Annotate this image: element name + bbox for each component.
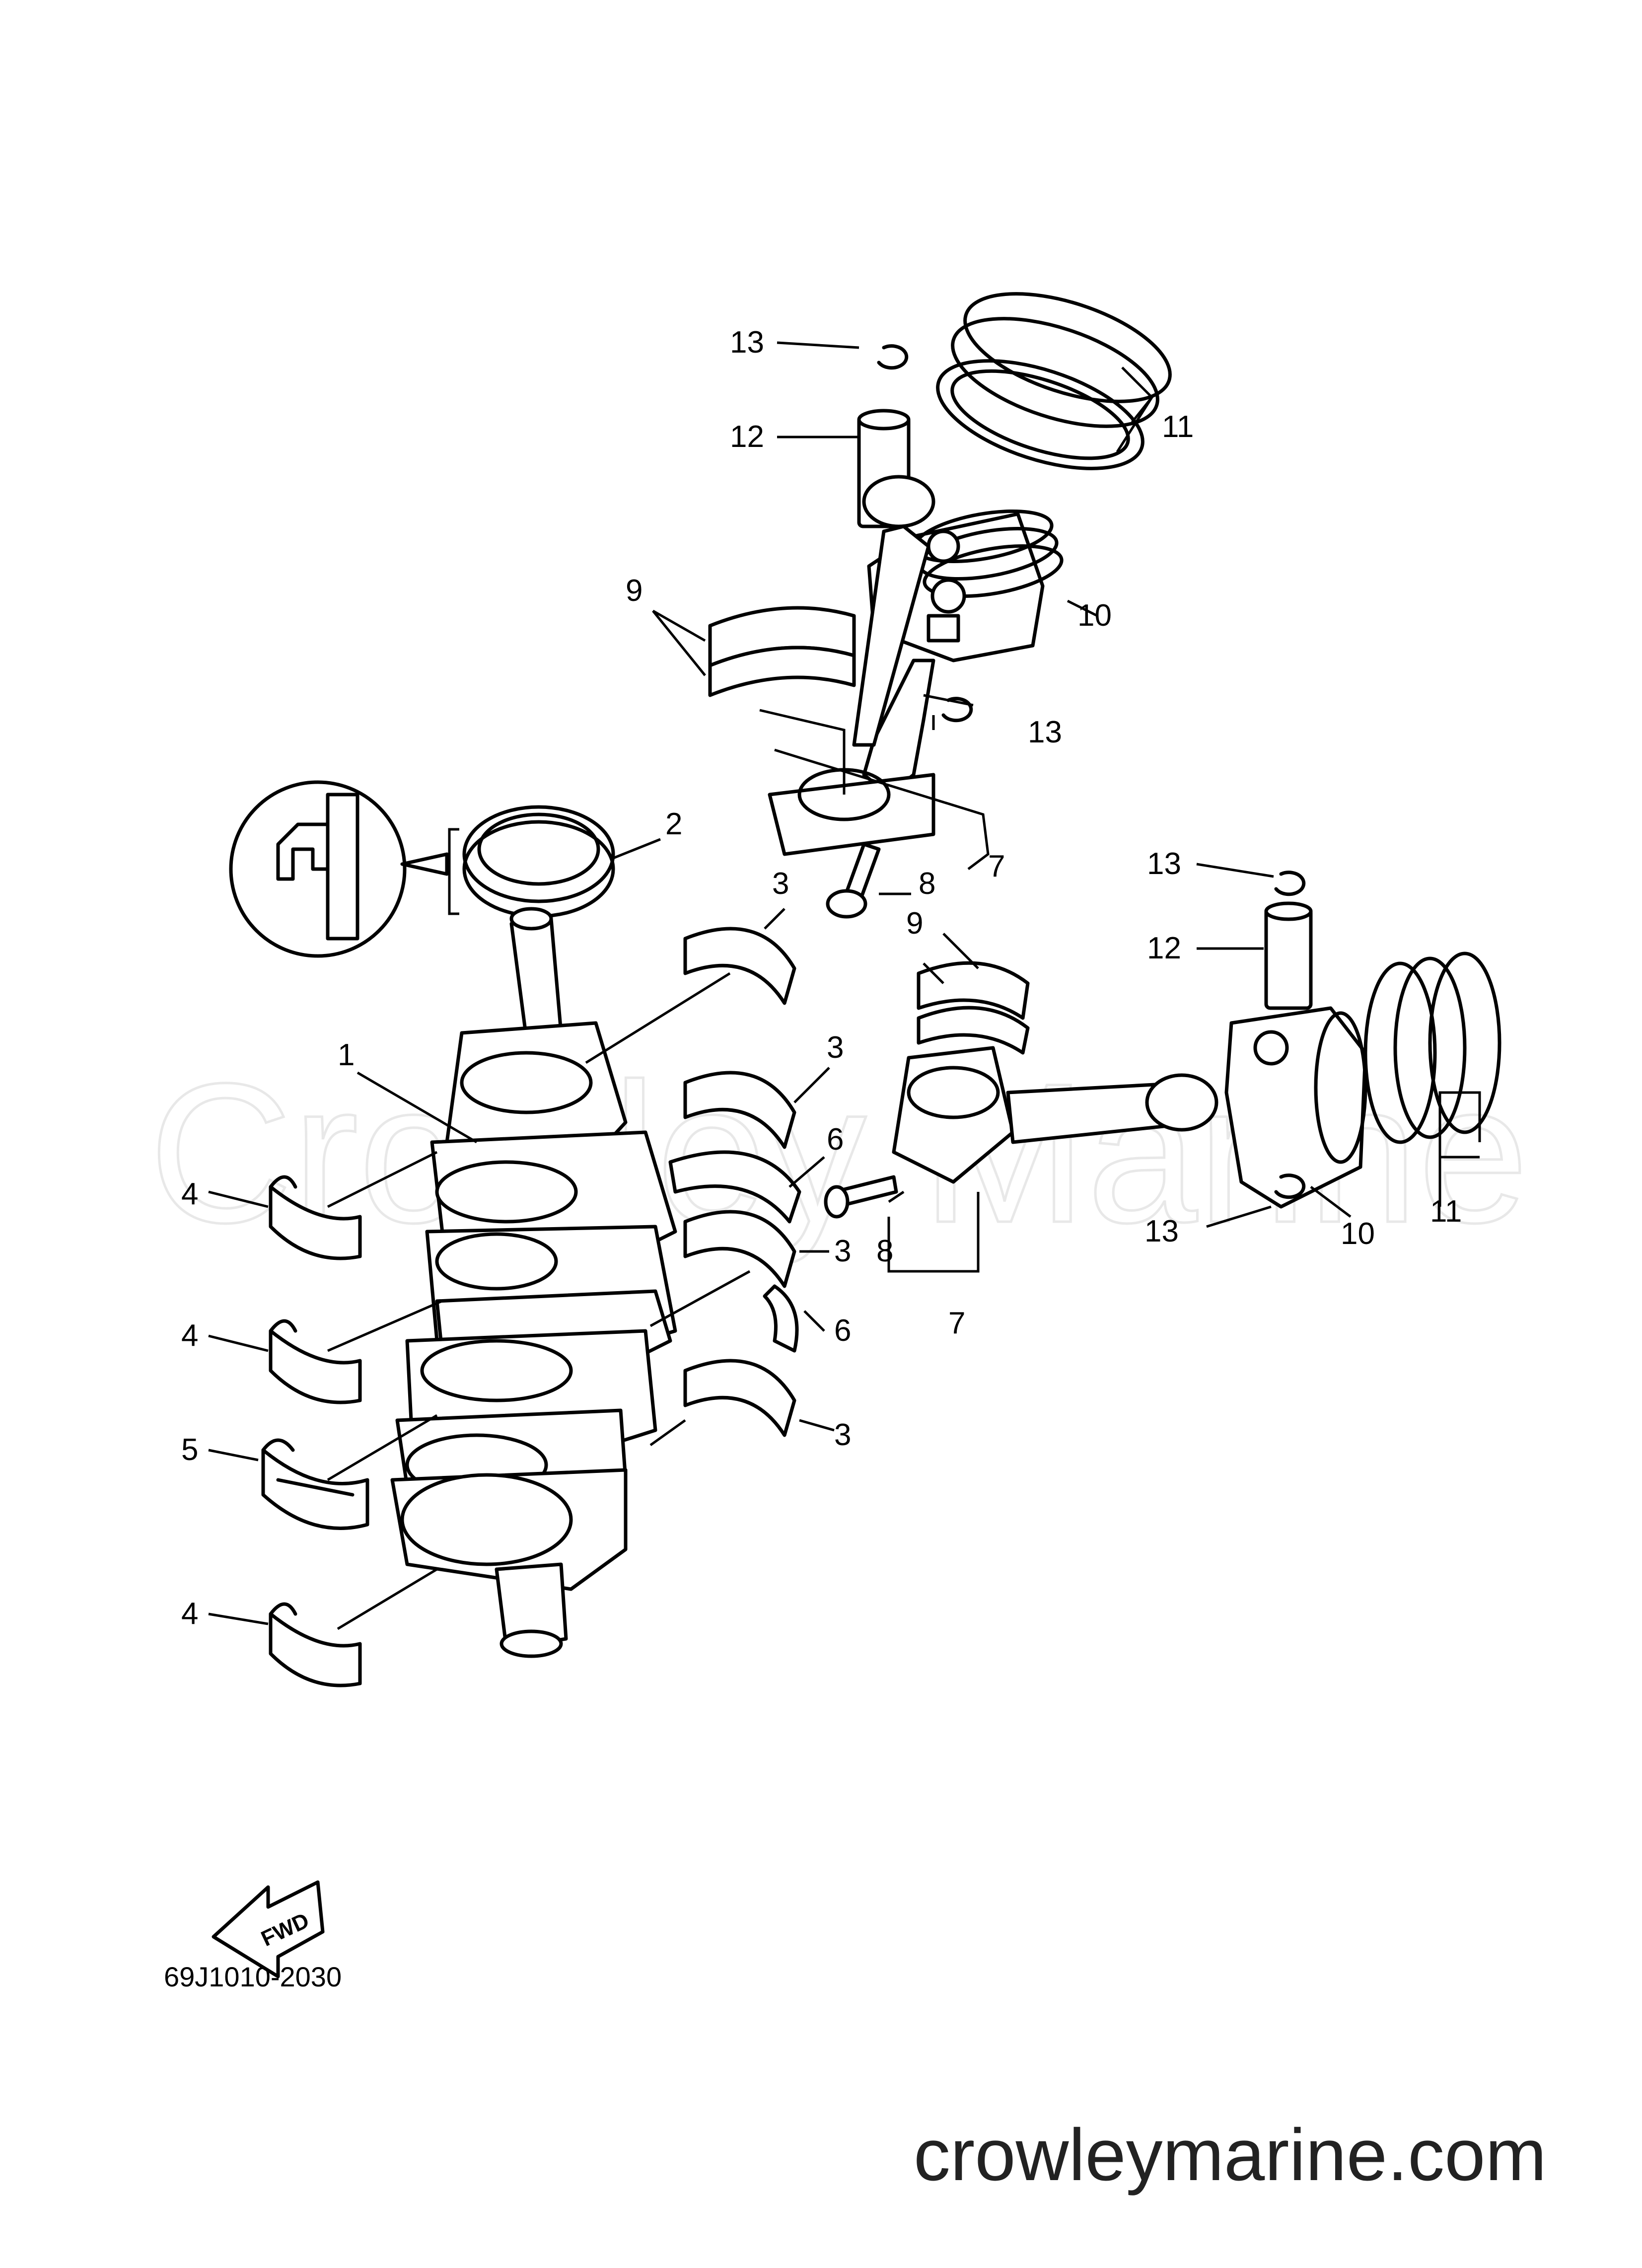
callout-8: 8 [919,867,935,901]
callout-13: 13 [1028,715,1062,749]
callout-11: 11 [1430,1194,1462,1229]
callout-10: 10 [1341,1217,1375,1251]
oil-seal [462,805,615,918]
callout-9: 9 [906,906,923,941]
conrod-bearing-upper [708,606,856,697]
piston-pin-lower [1264,901,1313,1010]
crankshaft [390,907,677,1658]
conrod-bolt-lower [824,1175,898,1219]
seal-bracket [448,828,459,915]
callout-4: 4 [181,1177,198,1211]
main-bearing-3c [683,1210,796,1288]
conrod-bolt-upper [826,842,881,919]
circlip-lower-top [1274,871,1306,896]
callout-3: 3 [772,867,789,901]
thrust-bearing-5 [261,1438,369,1530]
piston-rings-upper [936,292,1172,470]
circlip-lower-bottom [1274,1173,1306,1199]
thrust-washer-6a [668,1150,801,1224]
callout-8: 8 [876,1234,893,1268]
main-bearing-4b [269,1319,362,1404]
callout-2: 2 [665,807,682,841]
main-bearing-3b [683,1071,796,1149]
callout-6: 6 [827,1122,844,1157]
piston-lower [1224,1006,1367,1209]
callout-7: 7 [988,849,1005,883]
circlip-upper [877,344,909,370]
callout-6: 6 [834,1314,851,1348]
leader-lines [208,341,1481,1630]
drawing-code: 69J1010-2030 [164,1961,342,1992]
callout-12: 12 [730,420,764,454]
callout-13: 13 [1147,847,1181,881]
callout-1: 1 [338,1038,355,1072]
main-bearing-4a [269,1175,362,1260]
main-bearing-3d [683,1359,796,1437]
fwd-arrow-icon: FWD [212,1880,325,1978]
callout-9: 9 [626,574,643,608]
thrust-washer-6b [763,1284,799,1353]
callout-11: 11 [1162,410,1194,444]
callout-7: 7 [948,1306,965,1340]
main-bearing-4c [269,1602,362,1687]
main-bearing-3a [683,927,796,1005]
circlip-upper-lower [941,697,973,723]
website-footer: crowleymarine.com [914,2114,1547,2196]
callout-10: 10 [1077,598,1112,633]
callout-4: 4 [181,1597,198,1631]
conrod-bearing-lower [917,961,1030,1055]
callout-4: 4 [181,1318,198,1353]
callout-3: 3 [827,1030,844,1065]
callout-5: 5 [181,1433,198,1467]
connecting-rod-upper [768,475,935,856]
callout-12: 12 [1147,931,1181,965]
connecting-rod-lower [892,1046,1218,1184]
callout-13: 13 [1144,1214,1179,1248]
callout-13: 13 [730,325,764,360]
callout-3: 3 [834,1234,851,1268]
callout-3: 3 [834,1418,851,1452]
seal-detail-magnifier [229,780,449,958]
callout-labels: 13 12 11 10 9 13 2 7 8 3 13 12 9 1 3 6 4… [181,325,1462,1631]
